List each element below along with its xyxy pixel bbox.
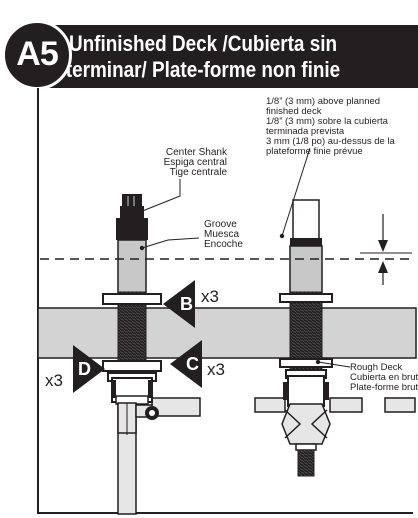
part-d-label: D — [78, 359, 91, 379]
rough-deck-fr: Plate-forme brute — [350, 382, 418, 393]
rough-deck-callout: Rough Deck Cubierta en bruto Plate-forme… — [350, 363, 418, 393]
step-label: A5 — [16, 35, 58, 73]
groove-callout: Groove Muesca Encoche — [204, 220, 243, 250]
groove-fr: Encoche — [204, 239, 243, 250]
part-b-quantity: x3 — [201, 287, 219, 306]
title: Unfinished Deck /Cubierta sin terminar/ … — [61, 31, 345, 83]
part-c-label: C — [186, 354, 199, 374]
title-banner: Unfinished Deck /Cubierta sin terminar/ … — [38, 25, 418, 88]
left-valve-assembly — [102, 194, 162, 435]
part-c-badge — [170, 340, 202, 388]
center-shank-fr: Tige centrale — [169, 167, 227, 178]
center-shank-callout: Center Shank Espiga central Tige central… — [157, 148, 227, 178]
dimension-arrows — [378, 214, 388, 285]
above-finished-line-1: 1/8” (3 mm) above planned — [266, 96, 381, 107]
title-line-2: terminar/ Plate-forme non finie — [65, 57, 341, 82]
part-b-badge — [163, 280, 195, 328]
part-d-quantity: x3 — [45, 371, 63, 390]
diagram-frame — [37, 88, 413, 514]
above-finished-line-5: 3 mm (1/8 po) au-dessus de la — [266, 136, 395, 147]
above-finished-callout: 1/8” (3 mm) above planned finished deck … — [266, 97, 395, 157]
part-b-label: B — [180, 294, 193, 314]
rough-deck-en: Rough Deck — [350, 362, 403, 373]
rough-deck-es: Cubierta en bruto — [350, 372, 418, 383]
rough-deck — [37, 307, 417, 359]
supply-pipes — [117, 397, 416, 515]
title-line-1: Unfinished Deck /Cubierta sin — [68, 31, 338, 56]
center-shank-en: Center Shank — [165, 147, 227, 158]
right-valve-assembly — [279, 199, 333, 477]
leader-lines — [139, 147, 351, 368]
groove-es: Muesca — [204, 229, 240, 240]
center-shank-es: Espiga central — [163, 157, 227, 168]
part-c-quantity: x3 — [207, 360, 225, 379]
above-finished-line-6: plateforme finie prévue — [266, 146, 363, 157]
part-d-badge — [73, 345, 105, 393]
above-finished-line-2: finished deck — [266, 106, 322, 117]
above-finished-line-4: terminada prevista — [266, 126, 345, 137]
groove-en: Groove — [204, 219, 237, 230]
above-finished-line-3: 1/8” (3 mm) sobre la cubierta — [266, 116, 388, 127]
